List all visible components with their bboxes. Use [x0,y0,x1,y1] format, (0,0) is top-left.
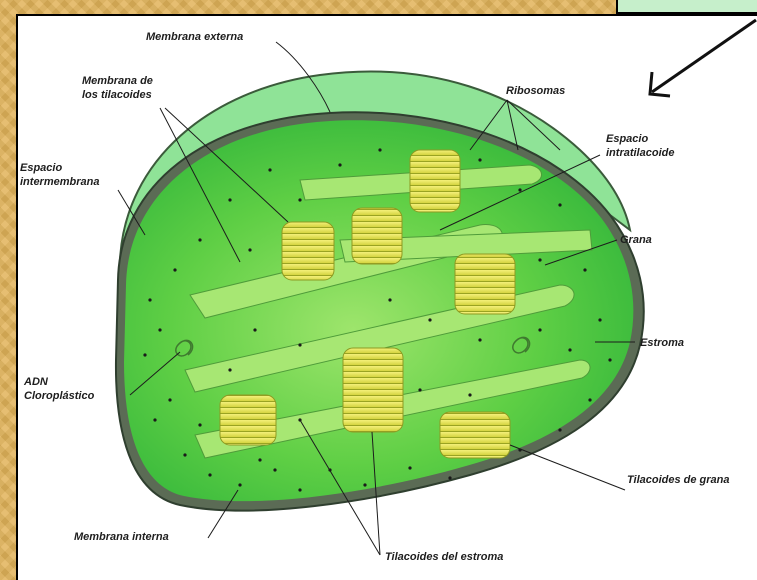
label-membrana-interna: Membrana interna [74,531,169,543]
granum-6 [220,395,276,445]
granum-1 [410,150,460,212]
label-tilacoides-grana: Tilacoides de grana [627,474,730,486]
label-membrana-externa: Membrana externa [146,31,243,43]
label-grana: Grana [620,234,652,246]
label-adn-1: ADN [23,376,49,388]
label-espacio-intermembrana-1: Espacio [20,162,62,174]
granum-2 [282,222,334,280]
label-ribosomas: Ribosomas [506,85,565,97]
label-membrana-tilacoides-1: Membrana de [82,75,153,87]
granum-4 [455,254,515,314]
label-adn-2: Cloroplástico [24,390,95,402]
granum-7 [440,412,510,458]
arrow-icon [650,20,756,96]
label-membrana-tilacoides-2: los tilacoides [82,89,152,101]
label-espacio-intermembrana-2: intermembrana [20,176,99,188]
granum-5 [343,348,403,432]
label-tilacoides-estroma: Tilacoides del estroma [385,551,503,563]
granum-3 [352,208,402,264]
label-espacio-intratilacoide-1: Espacio [606,133,648,145]
label-espacio-intratilacoide-2: intratilacoide [606,147,674,159]
label-estroma: Estroma [640,337,684,349]
